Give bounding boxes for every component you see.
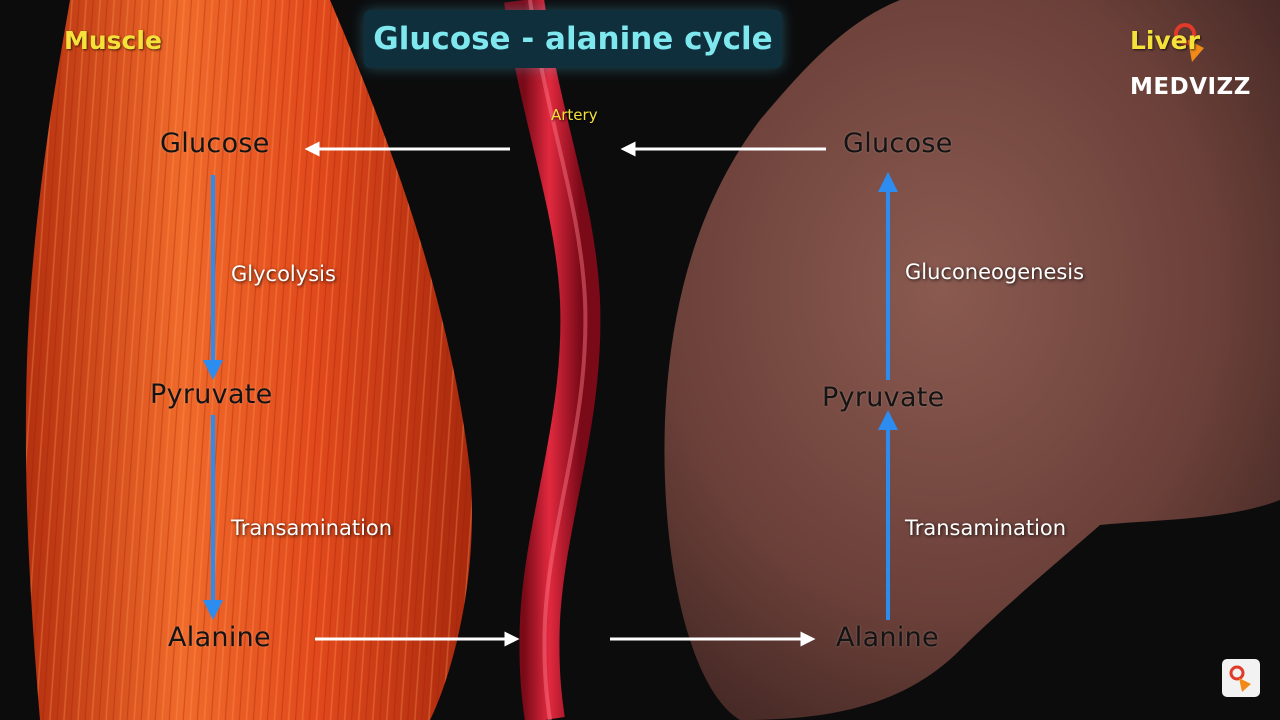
diagram-title: Glucose - alanine cycle — [373, 21, 773, 57]
muscle-label: Muscle — [64, 26, 162, 55]
gluconeogenesis-label: Gluconeogenesis — [905, 260, 1085, 284]
muscle-alanine: Alanine — [168, 622, 271, 653]
muscle-transamination-label: Transamination — [231, 516, 393, 540]
liver-glucose: Glucose — [843, 128, 953, 159]
liver-label: Liver — [1130, 26, 1201, 55]
liver-alanine: Alanine — [836, 622, 939, 653]
liver-pyruvate: Pyruvate — [822, 382, 945, 413]
title-banner: Glucose - alanine cycle — [364, 10, 782, 68]
brand-logo-icon — [1174, 23, 1204, 62]
brand-name: MEDVIZZ — [1130, 74, 1251, 100]
watermark-logo-icon — [1222, 659, 1260, 697]
glycolysis-label: Glycolysis — [231, 262, 336, 286]
artery-label: Artery — [551, 106, 598, 124]
muscle-fibers — [25, 0, 472, 720]
liver-transamination-label: Transamination — [905, 516, 1067, 540]
artery-highlight — [528, 0, 588, 720]
muscle-pyruvate: Pyruvate — [150, 379, 273, 410]
muscle-glucose: Glucose — [160, 128, 270, 159]
liver-shape — [664, 0, 1280, 720]
artery-shape — [504, 0, 601, 720]
